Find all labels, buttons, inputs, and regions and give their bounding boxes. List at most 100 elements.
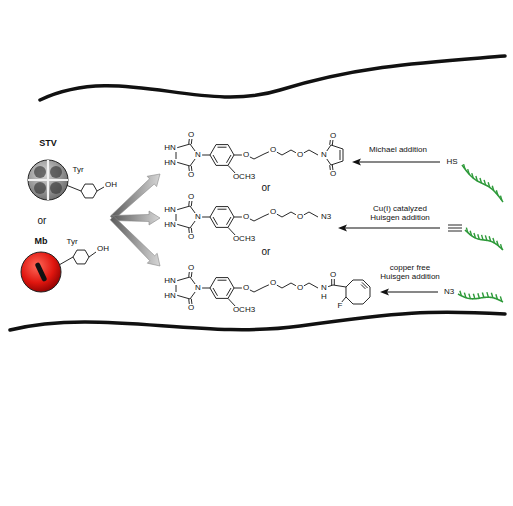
- subunit: [50, 166, 62, 178]
- subunit: [50, 182, 62, 194]
- bond: [346, 280, 370, 304]
- dna-base: [482, 292, 484, 297]
- atom-label: Michael addition: [368, 146, 428, 154]
- atom-label: O: [296, 151, 304, 159]
- atom-label: OCH3: [232, 306, 256, 314]
- atom-label: N: [320, 151, 328, 159]
- dna-base: [464, 164, 466, 169]
- atom-label: O: [187, 304, 195, 312]
- fan-arrow: [110, 216, 160, 266]
- streptavidin-node: STV: [25, 138, 71, 202]
- bond: [448, 225, 462, 226]
- subunit: [34, 182, 46, 194]
- node-title: STV: [25, 138, 71, 149]
- dna-base: [460, 291, 462, 296]
- atom-label: or: [261, 183, 272, 193]
- dna-base: [492, 186, 494, 191]
- bond: [218, 147, 227, 148]
- bond: [218, 209, 227, 210]
- dna-base: [468, 169, 470, 174]
- bond: [66, 185, 81, 191]
- dna-base: [496, 294, 498, 299]
- atom-label: Tyr: [71, 166, 84, 174]
- bond: [210, 145, 234, 166]
- bond: [210, 207, 234, 228]
- bond: [227, 155, 232, 163]
- atom-label: O: [269, 279, 277, 287]
- bond: [213, 217, 218, 225]
- atom-label: OH: [104, 181, 118, 189]
- dna-base: [500, 196, 502, 201]
- arrow-head: [352, 159, 361, 166]
- bond: [213, 155, 218, 163]
- subunit: [34, 166, 46, 178]
- chemical-structures: [59, 136, 462, 307]
- reaction-label: Cu(I) catalyzed Huisgen addition: [364, 204, 436, 222]
- atom-label: O: [187, 131, 195, 139]
- atom-label: O: [242, 213, 250, 221]
- atom-label: OCH3: [232, 235, 256, 243]
- bond: [361, 285, 365, 289]
- reaction-arrow: [386, 291, 438, 292]
- bond: [213, 288, 218, 296]
- protein-circle: [28, 160, 68, 200]
- wave-border-top: [40, 56, 505, 100]
- bond: [59, 257, 73, 265]
- atom-label: HN: [163, 206, 177, 214]
- dna-base: [491, 293, 493, 298]
- subunit-divider: [28, 160, 68, 200]
- reaction-label: copper free Huisgen addition: [374, 263, 446, 281]
- myoglobin-node: Mb: [18, 236, 64, 294]
- bond: [246, 212, 318, 221]
- dna-base: [496, 190, 498, 195]
- dna-base: [472, 173, 474, 178]
- dna-base: [473, 294, 475, 299]
- dna-base: [485, 235, 487, 240]
- atom-label: O: [242, 151, 250, 159]
- dna-backbone: [462, 165, 503, 202]
- bond: [218, 280, 227, 281]
- atom-label: N: [320, 284, 328, 292]
- bond: [246, 150, 318, 159]
- dna-base: [478, 293, 480, 298]
- atom-label: O: [296, 284, 304, 292]
- atom-label: N3: [320, 213, 332, 221]
- bond: [246, 283, 318, 292]
- dna-base: [474, 233, 476, 238]
- atom-label: O: [187, 193, 195, 201]
- atom-label: O: [187, 171, 195, 179]
- protein-circle: [21, 252, 61, 292]
- atom-label: O: [329, 170, 337, 178]
- dna-base: [478, 234, 480, 239]
- atom-label: O: [187, 264, 195, 272]
- bond: [448, 231, 462, 232]
- dna-base: [488, 182, 490, 187]
- atom-label: O: [269, 208, 277, 216]
- reaction-arrow: [358, 161, 440, 162]
- atom-label: O: [187, 233, 195, 241]
- heme-group: [35, 262, 48, 282]
- arrow-head: [338, 225, 347, 232]
- bond: [340, 150, 341, 160]
- dna-base: [482, 235, 484, 240]
- bond: [362, 282, 368, 288]
- dna-base: [476, 176, 478, 181]
- bond: [97, 187, 104, 191]
- dna-base: [469, 294, 471, 299]
- dna-base: [480, 178, 482, 183]
- atom-label: O: [242, 284, 250, 292]
- atom-label: Tyr: [65, 238, 78, 246]
- dna-strands: [458, 164, 503, 302]
- bond: [210, 278, 234, 299]
- node-title: Mb: [18, 236, 64, 247]
- atom-label: N3: [443, 288, 455, 296]
- atom-label: O: [296, 213, 304, 221]
- dna-base: [489, 236, 491, 241]
- dna-base: [501, 244, 503, 249]
- atom-label: H: [320, 293, 328, 301]
- atom-label: OH: [96, 245, 110, 253]
- atom-label: or: [261, 247, 272, 257]
